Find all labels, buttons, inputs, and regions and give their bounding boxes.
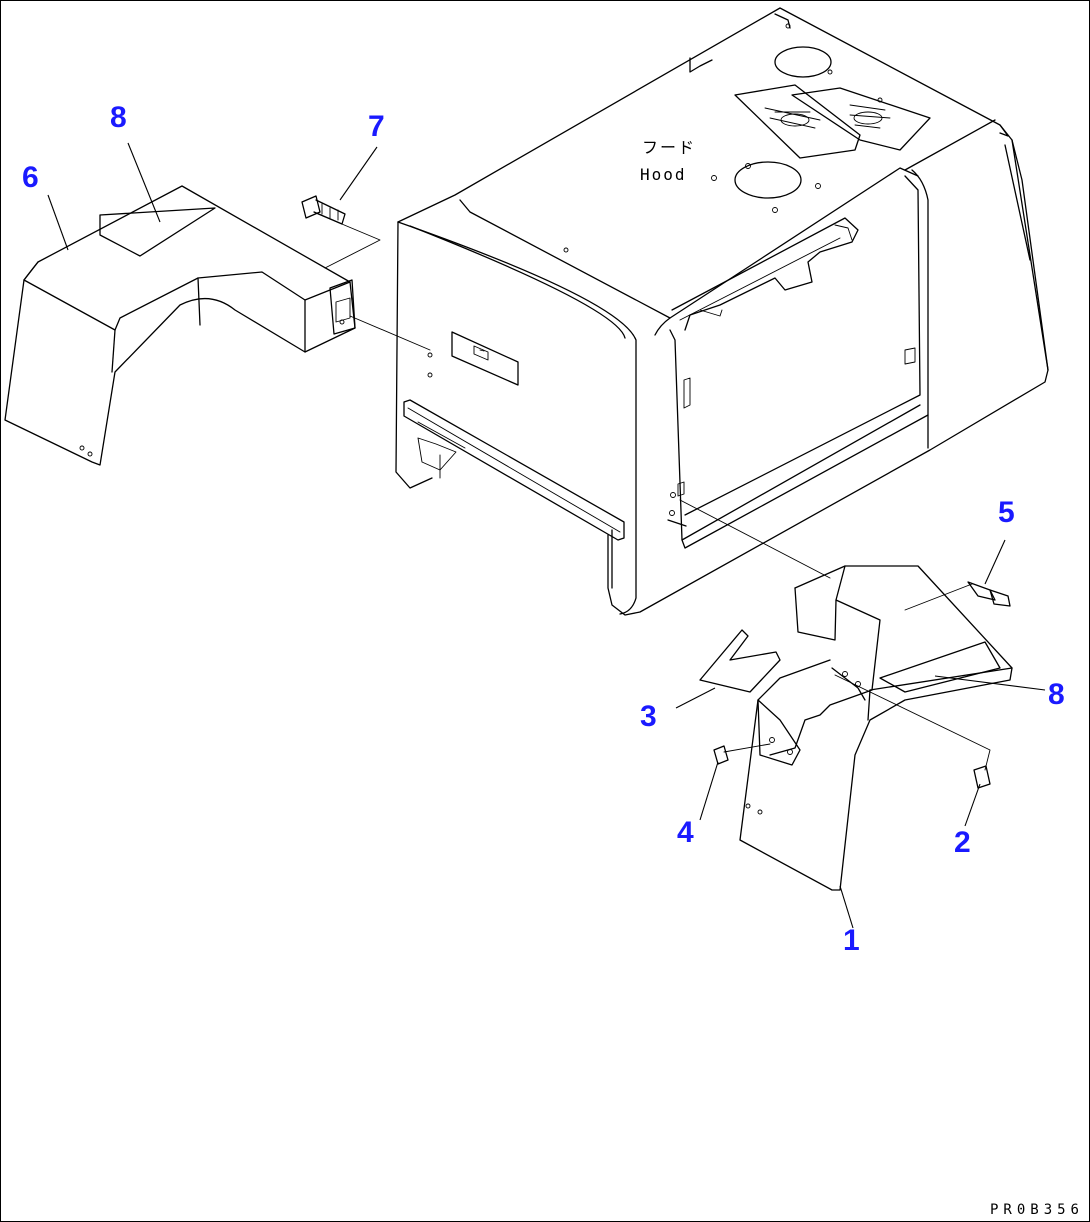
- bolt-5: [967, 581, 1011, 607]
- hood-label-jp: フード: [642, 138, 697, 157]
- callout-part-3: 3: [640, 700, 657, 733]
- callout-part-7: 7: [368, 110, 385, 143]
- callout-part-5: 5: [998, 496, 1015, 529]
- callout-part-1: 1: [843, 924, 860, 957]
- callout-part-8-left: 8: [110, 101, 127, 134]
- plug-4: [713, 745, 729, 765]
- bolt-7: [301, 195, 346, 225]
- nut-2: [973, 765, 991, 789]
- hood-body: [395, 7, 1049, 616]
- left-side-cover: [4, 185, 356, 466]
- assembly-lines: [317, 213, 991, 771]
- callout-part-8-right: 8: [1048, 678, 1065, 711]
- callout-part-2: 2: [954, 826, 971, 859]
- clip-3: [699, 629, 781, 693]
- leader-lines: [47, 142, 1046, 929]
- hood-label-en: Hood: [640, 165, 687, 184]
- callout-part-6: 6: [22, 161, 39, 194]
- drawing-code: PR0B356: [989, 1202, 1084, 1218]
- callout-part-4: 4: [677, 816, 694, 849]
- right-side-cover: [739, 565, 1013, 891]
